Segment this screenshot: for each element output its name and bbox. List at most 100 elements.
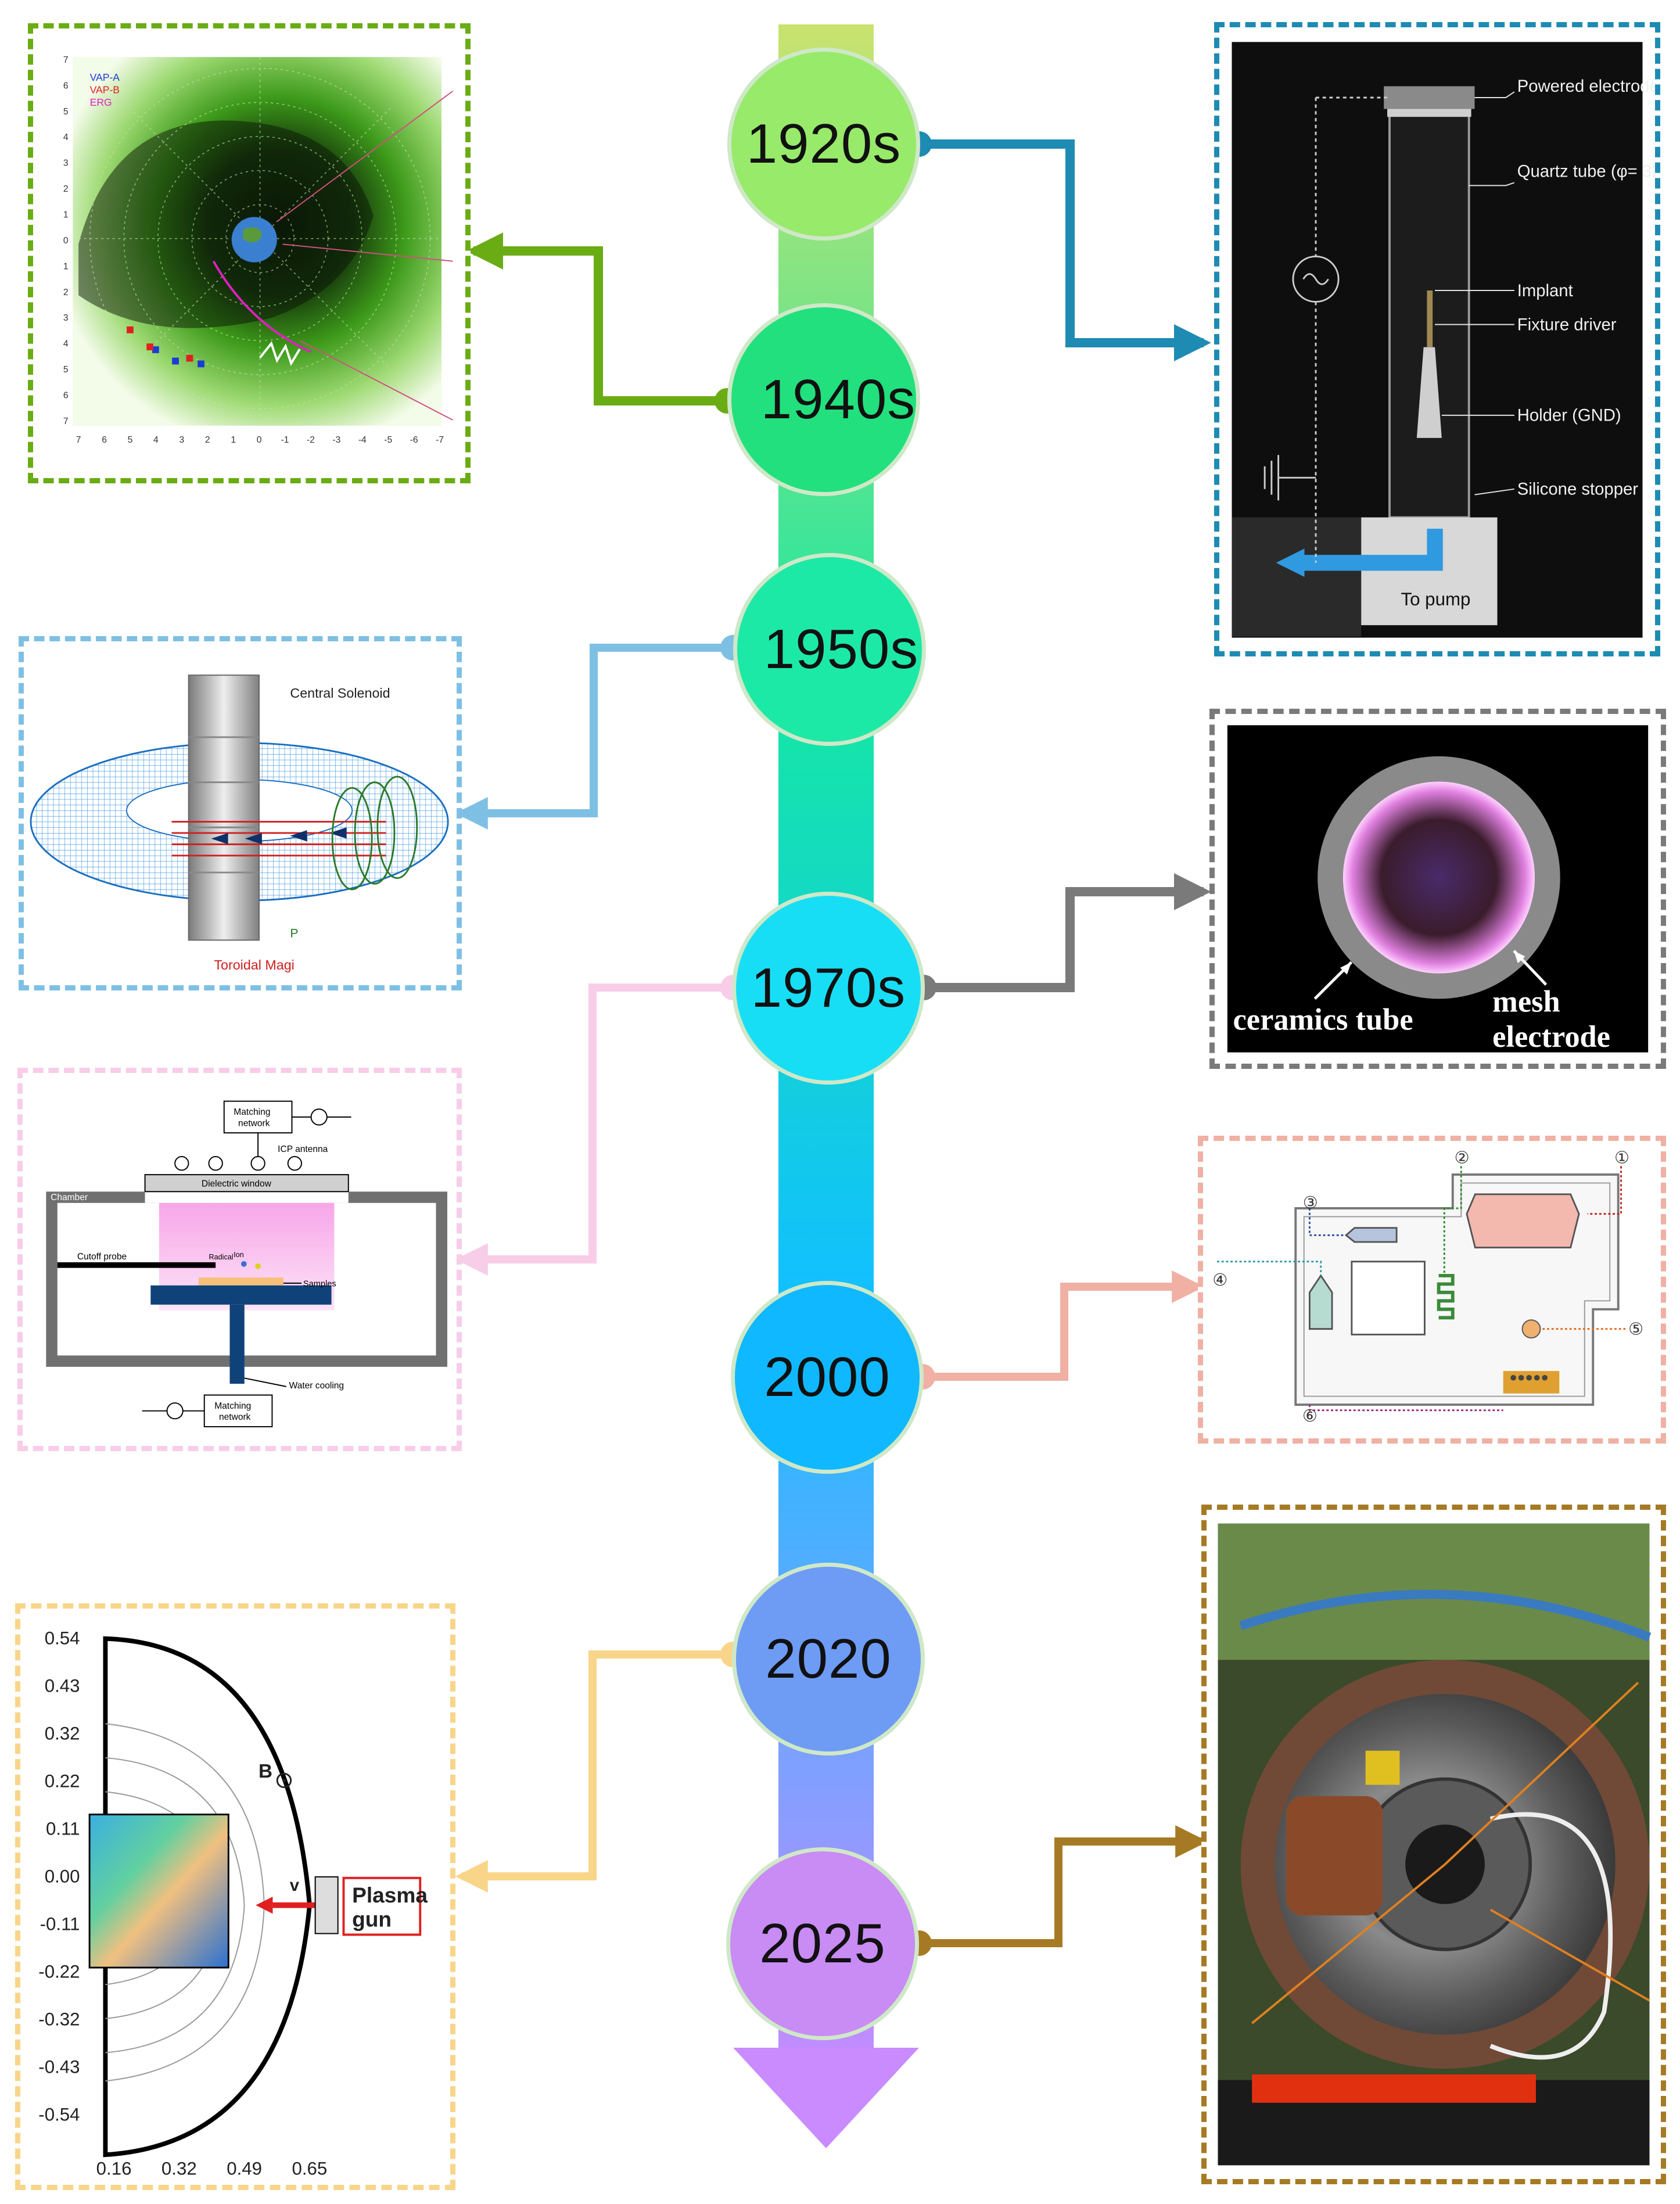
label-samples: Samples (303, 1280, 336, 1289)
label-p: P (290, 927, 298, 941)
tick-label: 0 (63, 236, 69, 246)
tick-label: 0.11 (46, 1819, 80, 1839)
year-node-1940s: 1940s (727, 303, 920, 496)
tick-label: 7 (63, 417, 69, 426)
marker-1: ① (1614, 1149, 1629, 1168)
label-water-cooling: Water cooling (289, 1381, 344, 1391)
tick-label: 2 (63, 184, 69, 194)
label-dielectric-window: Dielectric window (202, 1179, 272, 1189)
panel-circuit: ① ② ③ ④ ⑤ ⑥ (1198, 1136, 1666, 1444)
tick-label: 5 (63, 365, 69, 375)
tick-label: 7 (63, 55, 69, 65)
tick-label: 3 (63, 159, 69, 168)
marker-6: ⑥ (1302, 1407, 1318, 1426)
label-toroidal: Toroidal Magi (214, 957, 294, 972)
tick-label: 2 (63, 288, 69, 297)
label-chamber: Chamber (51, 1193, 88, 1202)
label-radical: Radical (209, 1253, 233, 1261)
connector-1970s-right-line (924, 873, 1211, 992)
tick-label: 0.65 (292, 2158, 327, 2178)
tick-label: -2 (307, 435, 315, 445)
label-b-field: B (259, 1761, 272, 1782)
tick-label: -1 (281, 435, 289, 445)
connector-2000-line (922, 1270, 1205, 1381)
ceramics-tube-photo: ceramics tube mesh electrode (1227, 725, 1649, 1054)
label-ceramics-tube: ceramics tube (1233, 1003, 1413, 1037)
tick-label: 0.43 (45, 1676, 80, 1696)
connector-2020-line (455, 1650, 733, 1893)
panel-quartz-tube: Powered electrode Quartz tube (φ= 32 mm)… (1214, 22, 1660, 656)
device-photo (1218, 1523, 1652, 2166)
year-node-2025: 2025 (726, 1847, 919, 2040)
tick-label: 3 (63, 313, 69, 323)
year-node-1920s: 1920s (727, 48, 920, 240)
panel-ceramics-tube: ceramics tube mesh electrode (1209, 709, 1666, 1069)
label-central-solenoid: Central Solenoid (290, 685, 390, 701)
year-label: 1920s (746, 113, 902, 175)
marker-3: ③ (1303, 1194, 1318, 1212)
label-holder: Holder (GND) (1517, 406, 1621, 425)
panel-tokamak: Central Solenoid P Toroidal Magi (19, 636, 462, 990)
tick-label: 2 (205, 435, 210, 445)
connector-1970s-right (911, 873, 1211, 1000)
tick-label: 4 (63, 339, 69, 349)
circuit-schematic: ① ② ③ ④ ⑤ ⑥ (1212, 1149, 1643, 1426)
label-implant: Implant (1517, 281, 1573, 300)
year-label: 1950s (763, 618, 919, 680)
label-silicone-stopper: Silicone stopper (1517, 480, 1639, 499)
tick-label: -0.43 (38, 2057, 80, 2077)
marker-5: ⑤ (1628, 1320, 1643, 1338)
tick-label: 7 (76, 435, 81, 445)
label-to-pump: To pump (1401, 589, 1471, 609)
label-powered-electrode: Powered electrode (1517, 77, 1655, 96)
connector-2020 (455, 1642, 746, 1893)
year-label: 2000 (764, 1346, 891, 1408)
label-icp-antenna: ICP antenna (278, 1144, 328, 1154)
label-ion: Ion (234, 1251, 244, 1259)
tick-label: -0.22 (38, 1962, 80, 1982)
tick-label: -4 (358, 435, 367, 445)
connector-1940s-line (466, 232, 727, 405)
tick-label: -3 (332, 435, 340, 445)
tick-label: 6 (63, 81, 69, 91)
tick-label: -0.32 (38, 2009, 80, 2030)
year-label: 2020 (765, 1628, 892, 1690)
tick-label: 6 (102, 435, 107, 445)
tick-label: 5 (128, 435, 133, 445)
year-node-1950s: 1950s (733, 553, 926, 746)
tick-label: 6 (63, 390, 69, 400)
legend-vap-a: VAP-A (90, 71, 120, 83)
quartz-tube-photo: Powered electrode Quartz tube (φ= 32 mm)… (1232, 42, 1655, 638)
tick-label: 1 (63, 210, 69, 220)
label-electrode: electrode (1492, 1020, 1610, 1054)
tick-label: 3 (179, 435, 184, 445)
panel-device-photo (1201, 1505, 1666, 2184)
year-node-2000: 2000 (731, 1281, 924, 1474)
year-node-1970s: 1970s (732, 892, 925, 1085)
marker-2: ② (1455, 1149, 1470, 1168)
tick-label: 0.16 (96, 2158, 132, 2178)
connector-1920s-line (919, 139, 1211, 361)
tick-label: -7 (436, 435, 444, 445)
tick-label: 1 (63, 261, 69, 271)
tick-label: -0.54 (38, 2105, 80, 2125)
connector-1950s (455, 635, 746, 830)
year-label: 1970s (751, 957, 906, 1019)
connector-2000 (910, 1270, 1205, 1390)
tick-label: -6 (410, 435, 418, 445)
tokamak-diagram: Central Solenoid P Toroidal Magi (30, 674, 449, 972)
year-node-2020: 2020 (732, 1563, 925, 1756)
tick-label: 0 (257, 435, 262, 445)
label-quartz-tube: Quartz tube (φ= 32 mm) (1517, 162, 1655, 181)
legend-vap-b: VAP-B (90, 84, 120, 96)
